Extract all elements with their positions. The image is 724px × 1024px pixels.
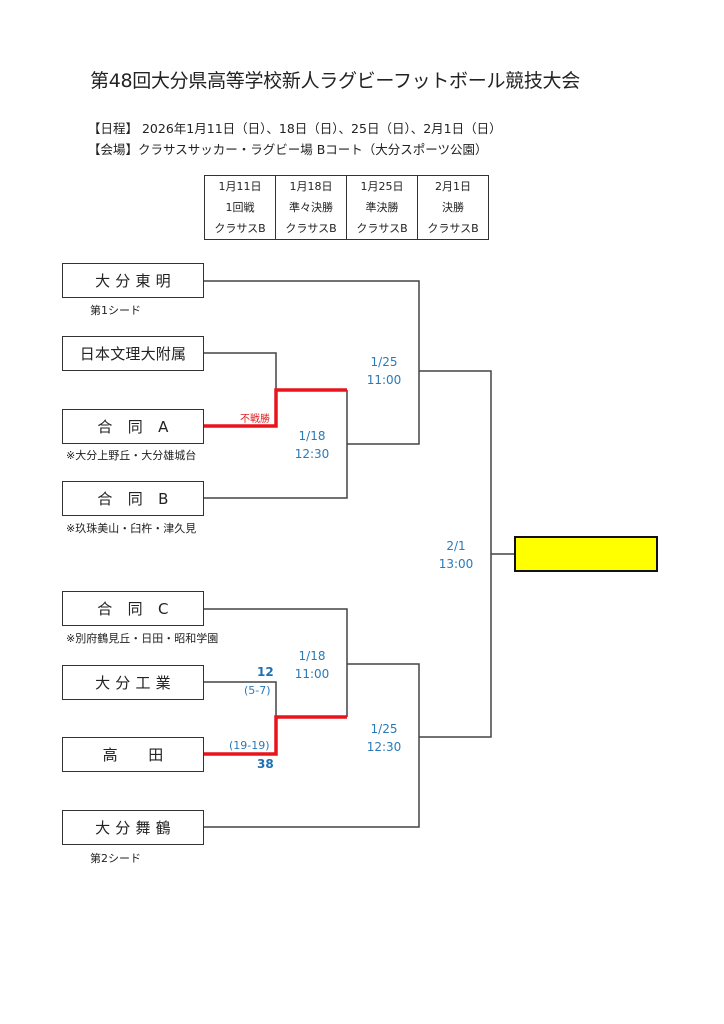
champion-box: [514, 536, 658, 572]
team-note: ※玖珠美山・臼杵・津久見: [66, 522, 197, 535]
team-box: 大 分 東 明: [62, 263, 204, 298]
bracket-line: [204, 681, 277, 717]
winner-line: [204, 388, 347, 428]
team-box: 高 田: [62, 737, 204, 772]
schedule-info: 【日程】 2026年1月11日（日）、18日（日）、25日（日）、2月1日（日）: [88, 121, 502, 136]
bracket-line: [204, 663, 420, 828]
team-box: 合 同 B: [62, 481, 204, 516]
score-bottom: 38: [257, 757, 274, 771]
walkover-label: 不戦勝: [240, 414, 270, 425]
team-box: 大 分 工 業: [62, 665, 204, 700]
bracket-line: [204, 280, 420, 445]
page-title: 第48回大分県高等学校新人ラグビーフットボール競技大会: [90, 70, 580, 92]
venue-info: 【会場】クラサスサッカー・ラグビー場 Bコート（大分スポーツ公園）: [88, 142, 488, 157]
team-box: 日本文理大附属: [62, 336, 204, 371]
score-sub-bottom: (19-19): [229, 739, 270, 752]
team-box: 合 同 C: [62, 591, 204, 626]
seed-note: 第2シード: [90, 852, 141, 865]
winner-line: [204, 715, 347, 756]
bracket-line: [204, 390, 348, 499]
score-top: 12: [257, 665, 274, 679]
schedule-cell: 1月25日準決勝クラサスB: [346, 175, 418, 240]
bracket-line: [204, 608, 348, 717]
schedule-cell: 2月1日決勝クラサスB: [417, 175, 489, 240]
score-sub-top: (5-7): [244, 684, 271, 697]
schedule-cell: 1月18日準々決勝クラサスB: [275, 175, 347, 240]
team-box: 大 分 舞 鶴: [62, 810, 204, 845]
team-note: ※大分上野丘・大分雄城台: [66, 449, 197, 462]
seed-note: 第1シード: [90, 304, 141, 317]
team-box: 合 同 A: [62, 409, 204, 444]
team-note: ※別府鶴見丘・日田・昭和学園: [66, 632, 219, 645]
